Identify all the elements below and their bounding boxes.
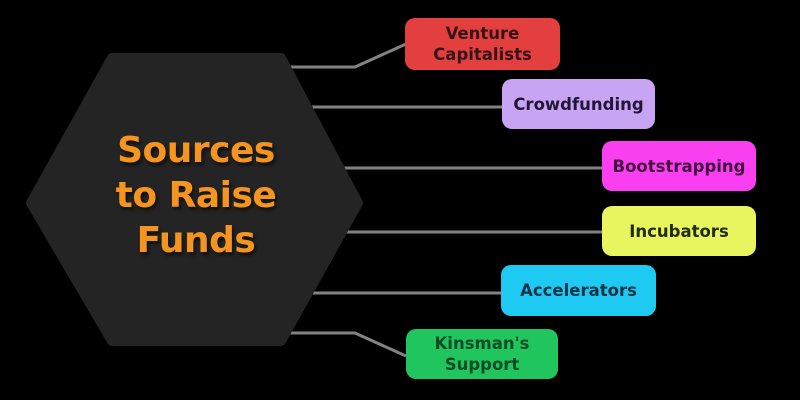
source-box-incubators: Incubators bbox=[602, 206, 756, 256]
hexagon-shape bbox=[26, 53, 363, 346]
source-box-kinsmans-support: Kinsman's Support bbox=[406, 329, 558, 379]
source-box-venture-capitalists: Venture Capitalists bbox=[405, 18, 560, 70]
source-box-bootstrapping: Bootstrapping bbox=[602, 141, 756, 191]
page-title: Sources to Raise Funds bbox=[115, 130, 277, 261]
source-box-crowdfunding: Crowdfunding bbox=[502, 79, 655, 129]
source-box-accelerators: Accelerators bbox=[501, 265, 656, 316]
connector-line-kinsmans-support bbox=[286, 331, 407, 358]
connector-line-venture-capitalists bbox=[286, 42, 407, 69]
